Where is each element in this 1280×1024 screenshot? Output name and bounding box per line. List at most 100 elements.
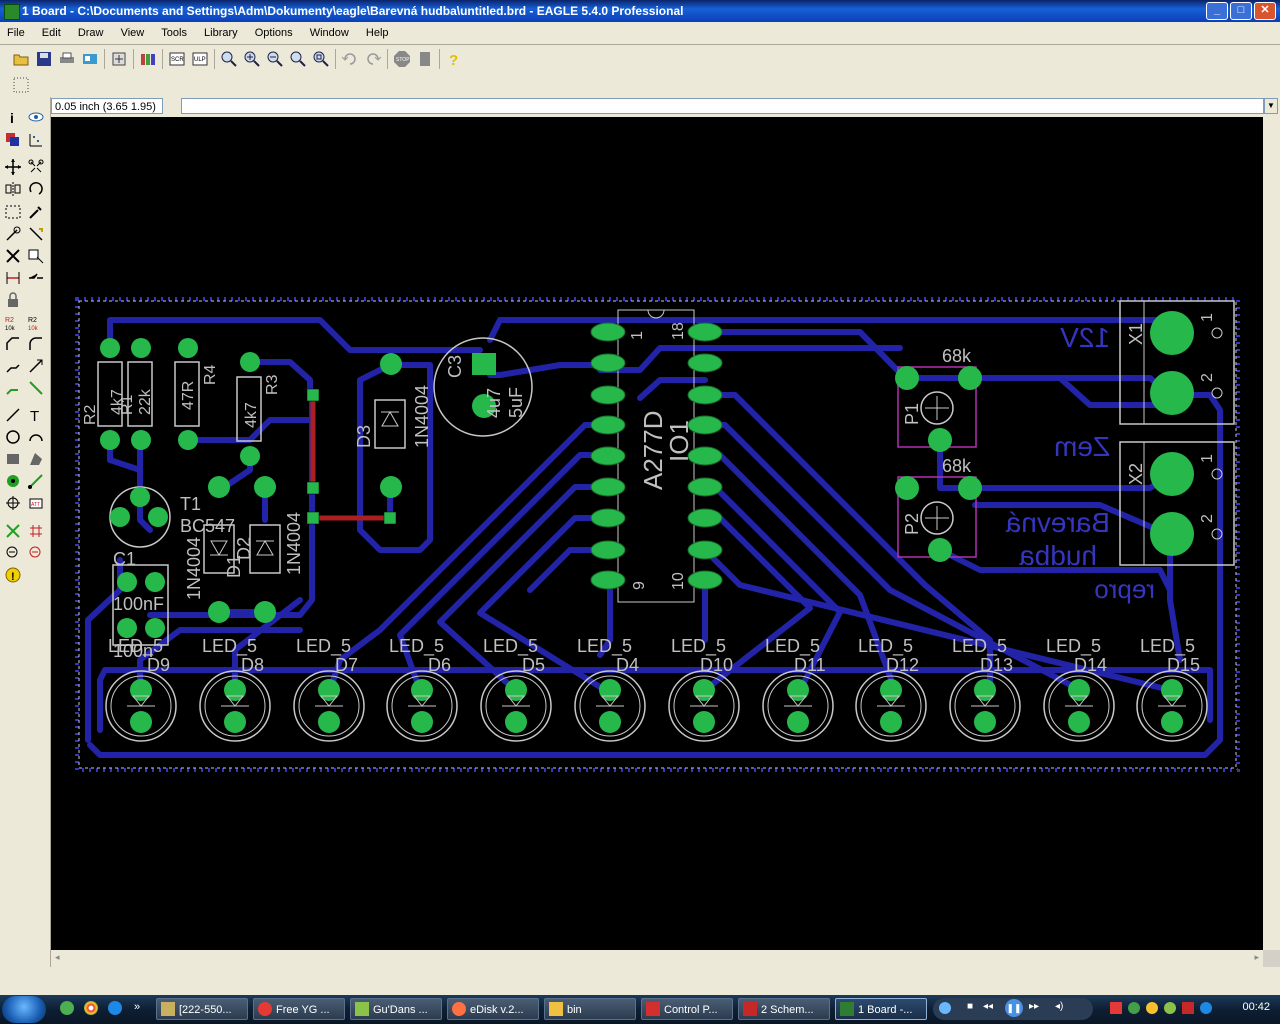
pause-icon[interactable]: ❚❚: [1005, 999, 1023, 1017]
led-d6[interactable]: [386, 670, 458, 742]
wire-icon[interactable]: [4, 379, 22, 397]
go-icon[interactable]: [416, 50, 434, 68]
taskbar-item-4[interactable]: eDisk v.2...: [447, 998, 539, 1020]
route-icon[interactable]: [4, 357, 22, 375]
tray-frog-icon[interactable]: [1164, 1002, 1176, 1014]
taskbar-item-2[interactable]: Free YG ...: [253, 998, 345, 1020]
vertical-scrollbar[interactable]: [1263, 117, 1280, 950]
volume-icon[interactable]: ◂): [1055, 1001, 1064, 1012]
copy-icon[interactable]: [27, 158, 45, 176]
pcb-layout[interactable]: A277D IO1 1 9 10 18 C3 4u7 5uF D3 1N4004: [51, 117, 1263, 950]
resistor-r3[interactable]: [236, 352, 262, 466]
pinswap-icon[interactable]: [27, 225, 45, 243]
group-icon[interactable]: [4, 203, 22, 221]
connector-x2[interactable]: [1119, 441, 1235, 566]
ulp-icon[interactable]: ULP: [191, 50, 209, 68]
menu-window[interactable]: Window: [309, 27, 349, 39]
led-d8[interactable]: [199, 670, 271, 742]
rotate-icon[interactable]: [27, 180, 45, 198]
led-d5[interactable]: [480, 670, 552, 742]
quicklaunch-frog-icon[interactable]: [60, 1001, 74, 1015]
diode-d1[interactable]: [203, 476, 235, 623]
taskbar-item-6[interactable]: Control P...: [641, 998, 733, 1020]
menu-file[interactable]: File: [7, 27, 25, 39]
board-schematic-icon[interactable]: [110, 50, 128, 68]
ripup-icon[interactable]: [27, 357, 45, 375]
zoom-out-icon[interactable]: [266, 50, 284, 68]
ratsnest-icon[interactable]: [27, 472, 45, 490]
close-button[interactable]: ✕: [1254, 2, 1276, 20]
auto-icon[interactable]: [4, 522, 22, 540]
quicklaunch-chrome-icon[interactable]: [84, 1001, 98, 1015]
circle-icon[interactable]: [4, 428, 22, 446]
maximize-button[interactable]: □: [1230, 2, 1252, 20]
menu-view[interactable]: View: [120, 27, 145, 39]
mark-icon[interactable]: [27, 131, 45, 149]
replace-icon[interactable]: [4, 269, 22, 287]
minimize-button[interactable]: _: [1206, 2, 1228, 20]
bluetooth-icon[interactable]: [1200, 1002, 1212, 1014]
capacitor-c1[interactable]: [112, 564, 169, 646]
optimize-icon[interactable]: [27, 335, 45, 353]
transistor-t1[interactable]: [109, 486, 171, 548]
led-d13[interactable]: [949, 670, 1021, 742]
resistor-r4[interactable]: [174, 338, 200, 450]
menu-options[interactable]: Options: [254, 27, 293, 39]
scroll-left-arrow-icon[interactable]: ◂: [55, 952, 60, 962]
taskbar-item-8[interactable]: 1 Board -...: [835, 998, 927, 1020]
stop-media-icon[interactable]: ■: [967, 1001, 974, 1012]
tray-antivirus-icon[interactable]: [1182, 1002, 1194, 1014]
stop-icon[interactable]: STOP: [393, 50, 411, 68]
led-d11[interactable]: [762, 670, 834, 742]
errors-icon[interactable]: [27, 544, 45, 562]
rect-icon[interactable]: [4, 450, 22, 468]
taskbar-item-3[interactable]: Gu'Dans ...: [350, 998, 442, 1020]
drc-icon[interactable]: [27, 522, 45, 540]
warning-icon[interactable]: !: [4, 566, 22, 584]
menu-library[interactable]: Library: [204, 27, 238, 39]
led-d4[interactable]: [574, 670, 646, 742]
undo-icon[interactable]: [341, 50, 359, 68]
zoom-in-icon[interactable]: [243, 50, 261, 68]
media-player-icon[interactable]: [939, 1002, 951, 1014]
save-icon[interactable]: [35, 50, 53, 68]
led-d12[interactable]: [855, 670, 927, 742]
diode-d2[interactable]: [249, 476, 281, 623]
horizontal-scrollbar[interactable]: ◂ ▸: [51, 950, 1263, 967]
cam-processor-icon[interactable]: [81, 50, 99, 68]
taskbar-item-7[interactable]: 2 Schem...: [738, 998, 830, 1020]
scroll-right-arrow-icon[interactable]: ▸: [1254, 952, 1259, 962]
use-library-icon[interactable]: [139, 50, 157, 68]
print-icon[interactable]: [58, 50, 76, 68]
tray-clover-icon[interactable]: [1128, 1002, 1140, 1014]
erc-icon[interactable]: [4, 544, 22, 562]
attribute-icon[interactable]: ATT: [27, 494, 45, 512]
move-icon[interactable]: [4, 158, 22, 176]
grid-icon[interactable]: [12, 76, 30, 94]
arc-icon[interactable]: [27, 428, 45, 446]
hole-icon[interactable]: [4, 494, 22, 512]
led-d9[interactable]: [105, 670, 177, 742]
command-history-dropdown[interactable]: ▼: [1264, 98, 1278, 114]
show-icon[interactable]: [27, 108, 45, 126]
lock-icon[interactable]: [4, 291, 22, 309]
command-input[interactable]: [181, 98, 1264, 114]
led-d7[interactable]: [293, 670, 365, 742]
tray-mail-icon[interactable]: [1110, 1002, 1122, 1014]
tray-status-icon[interactable]: [1146, 1002, 1158, 1014]
polygon-icon[interactable]: [27, 450, 45, 468]
taskbar-item-5[interactable]: bin: [544, 998, 636, 1020]
mirror-icon[interactable]: [4, 180, 22, 198]
open-icon[interactable]: [12, 50, 30, 68]
clock[interactable]: 00:42: [1242, 1001, 1270, 1013]
add-icon[interactable]: [27, 247, 45, 265]
board-canvas[interactable]: A277D IO1 1 9 10 18 C3 4u7 5uF D3 1N4004: [51, 117, 1263, 950]
help-icon[interactable]: ?: [445, 50, 463, 68]
redo-icon[interactable]: [364, 50, 382, 68]
miter-icon[interactable]: [4, 335, 22, 353]
previous-icon[interactable]: ◂◂: [983, 1001, 994, 1012]
potentiometer-p2[interactable]: [895, 476, 982, 562]
menu-help[interactable]: Help: [365, 27, 389, 39]
zoom-fit-icon[interactable]: [220, 50, 238, 68]
